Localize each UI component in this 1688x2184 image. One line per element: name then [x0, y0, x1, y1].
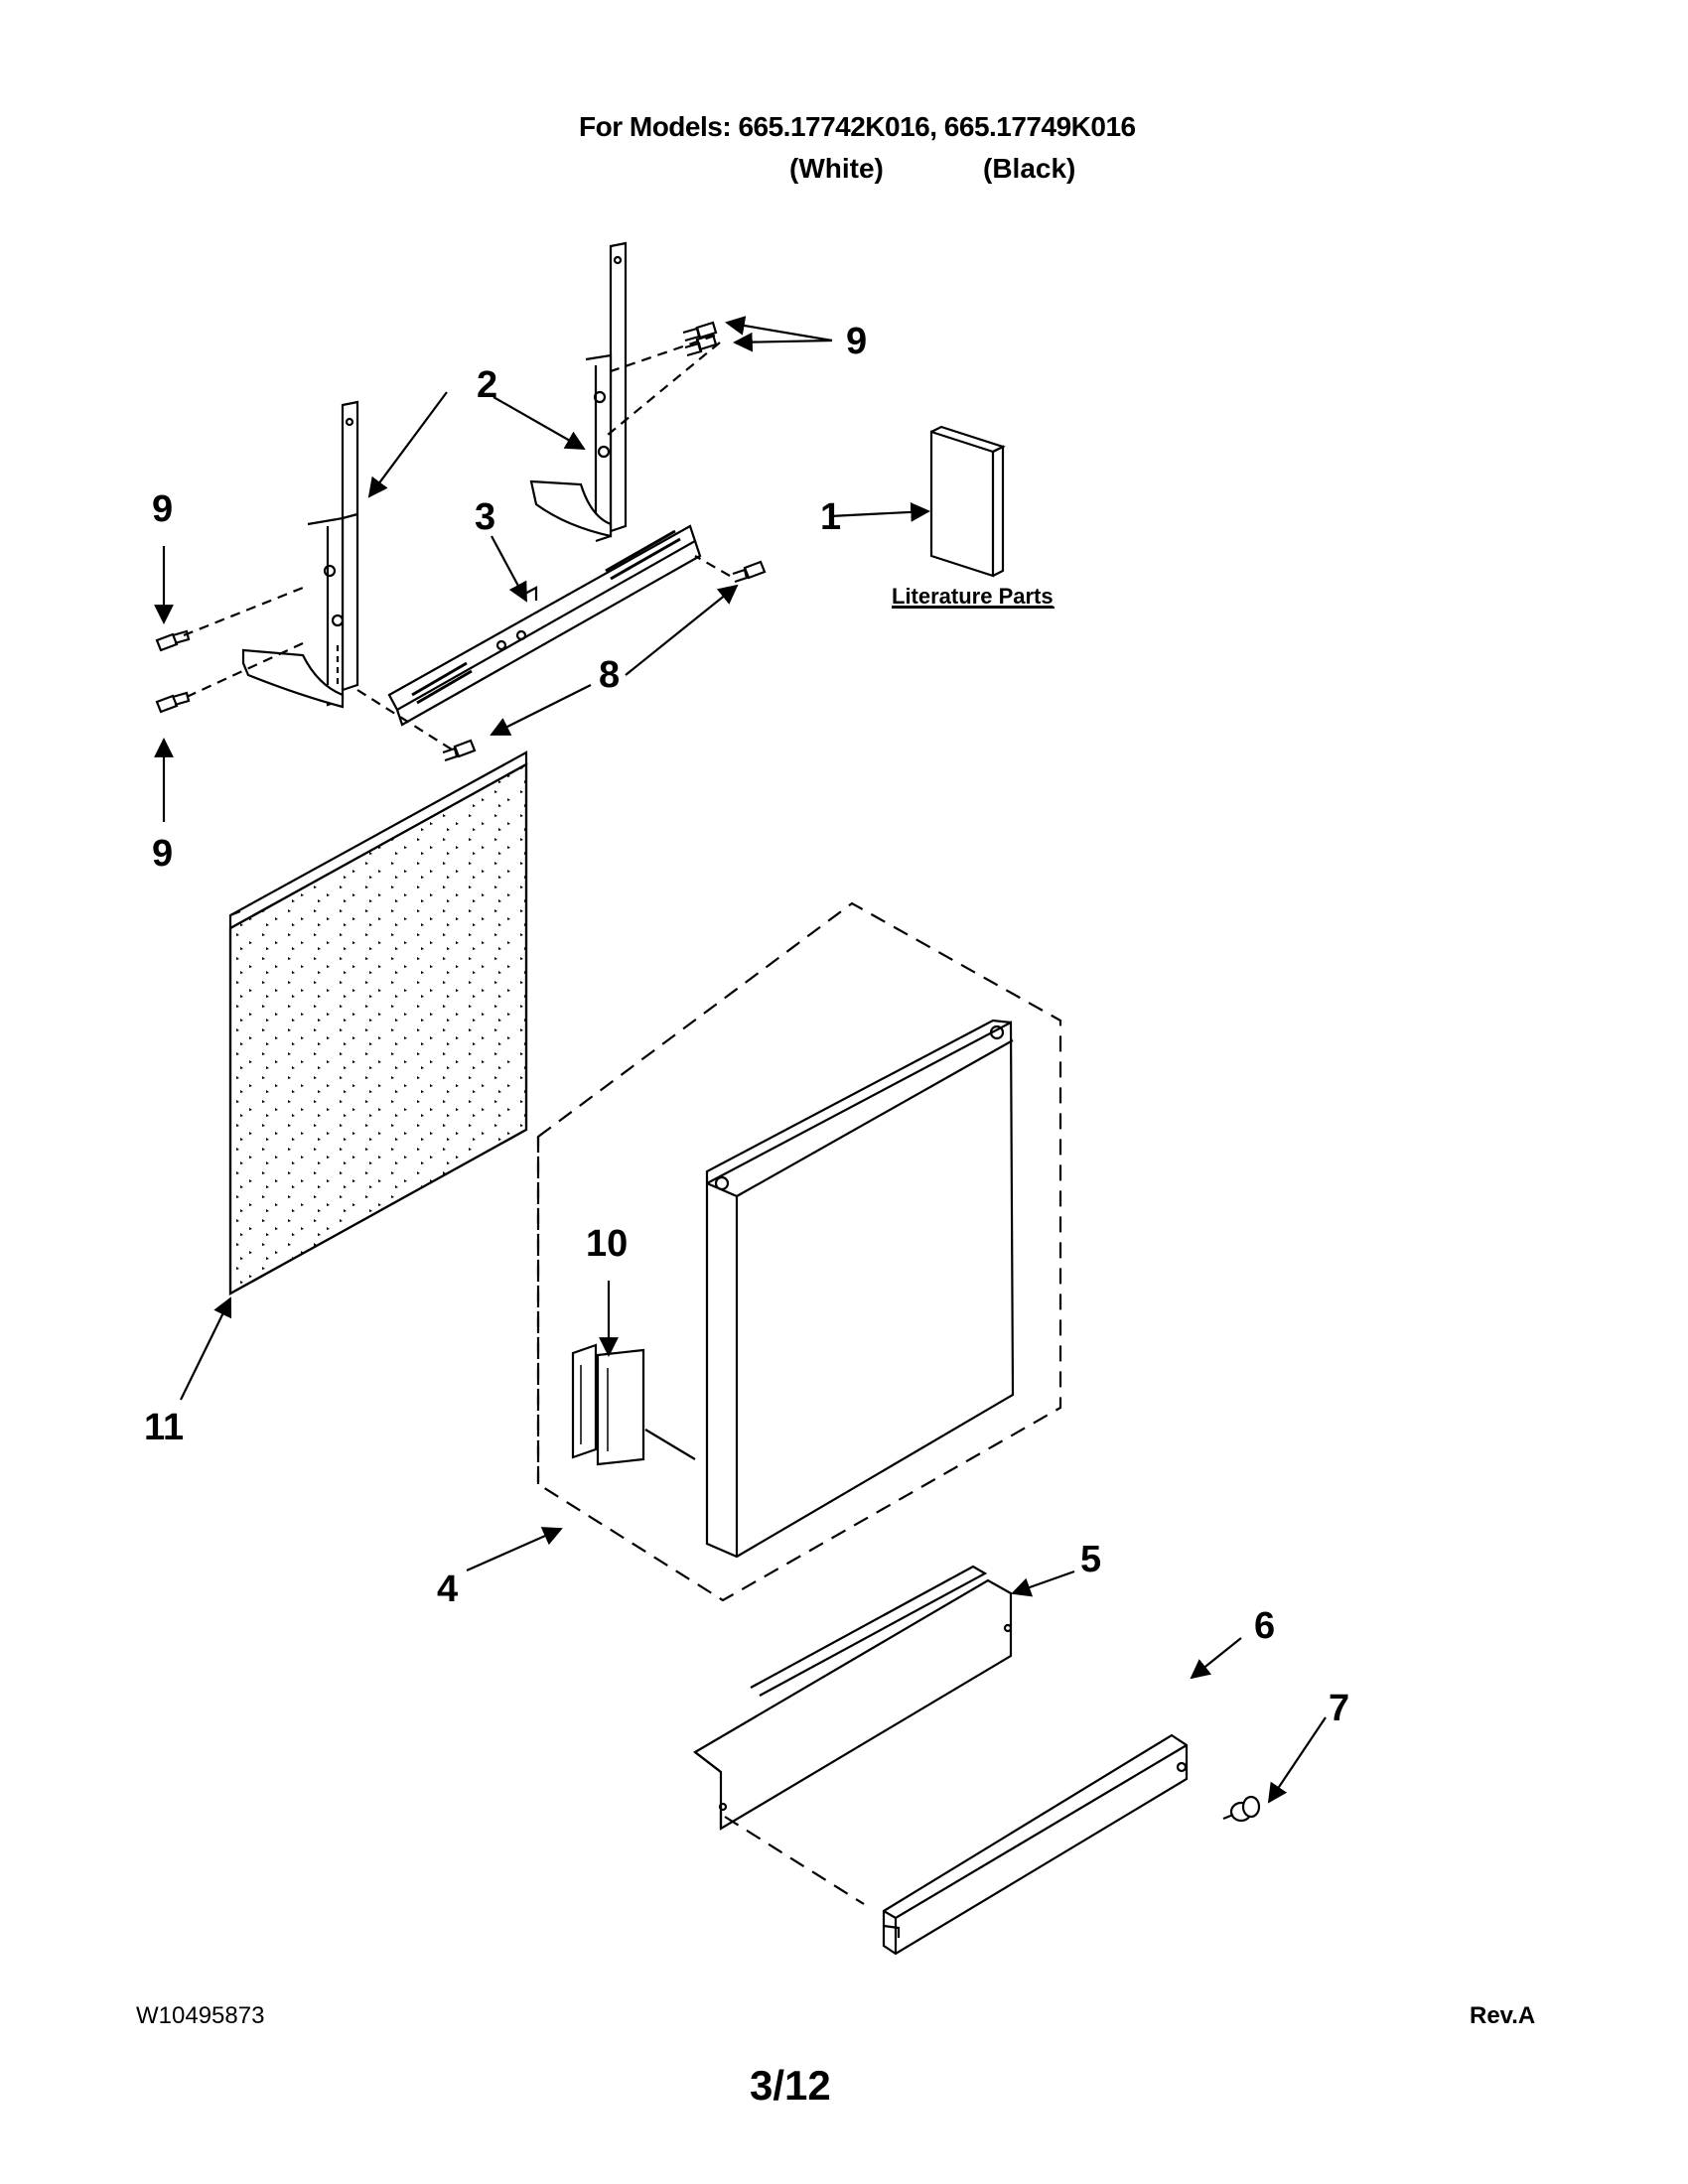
screw-9-left-bottom: [155, 691, 191, 714]
callout-9-left-top: 9: [152, 488, 173, 530]
callout-9-right: 9: [846, 321, 867, 362]
callout-4: 4: [437, 1569, 458, 1610]
page-number: 3/12: [750, 2062, 831, 2109]
callout-11: 11: [144, 1407, 184, 1448]
callout-9-left-bottom: 9: [152, 833, 173, 875]
left-door-bracket: [241, 400, 359, 709]
callout-8: 8: [599, 654, 620, 696]
screw-7: [1222, 1795, 1261, 1823]
front-panel: [228, 751, 528, 1296]
callout-7: 7: [1329, 1688, 1349, 1729]
toe-panel: [693, 1565, 1013, 1905]
door-rail: [387, 524, 702, 727]
variant-black: (Black): [983, 153, 1076, 184]
literature-booklet: [929, 425, 1006, 578]
callout-10: 10: [586, 1223, 628, 1265]
screw-8-right: [732, 560, 767, 584]
callout-2: 2: [477, 364, 497, 406]
inner-door: [705, 1019, 1015, 1559]
right-door-bracket: [529, 241, 628, 543]
variant-white: (White): [789, 153, 884, 184]
callout-5: 5: [1080, 1539, 1101, 1580]
document-number: W10495873: [136, 2002, 265, 2029]
hinge-covers: [571, 1343, 696, 1466]
callout-1: 1: [820, 496, 841, 538]
revision-label: Rev.A: [1470, 2002, 1536, 2029]
models-title: For Models: 665.17742K016, 665.17749K016: [579, 111, 1136, 142]
screw-9-right-top: [682, 321, 718, 342]
literature-parts-label: Literature Parts: [892, 584, 1054, 609]
callout-6: 6: [1254, 1605, 1275, 1647]
callout-3: 3: [475, 496, 495, 538]
screw-8-bottom: [442, 739, 477, 762]
screw-9-left-top: [155, 629, 191, 652]
door-assembly-outline: [536, 901, 1062, 1602]
kick-plate: [882, 1733, 1189, 1956]
